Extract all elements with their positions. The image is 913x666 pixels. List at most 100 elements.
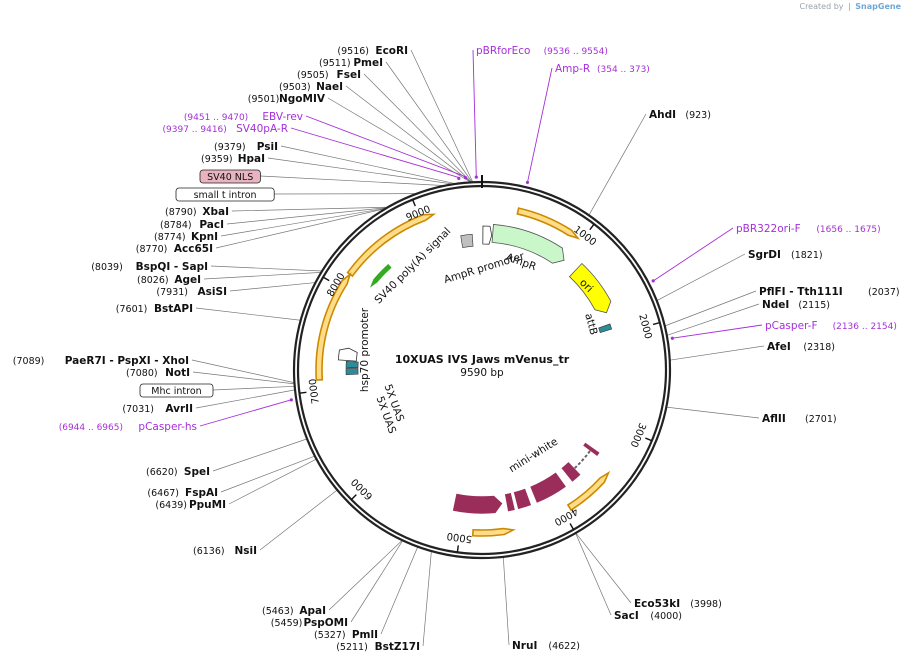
primer-range: (9451 .. 9470) — [184, 113, 248, 123]
primer-pbrforeco: pBRforEco — [476, 45, 530, 57]
feature-label: AmpR promoter — [442, 250, 526, 286]
site-leader-line — [575, 532, 612, 616]
site-leader-line — [380, 546, 419, 635]
site-leader-line — [664, 290, 757, 327]
site-position: (7089) — [13, 356, 45, 367]
primer-leader-line — [527, 67, 553, 182]
primer-amp-r: Amp-R — [555, 63, 590, 75]
site-leader-line — [280, 145, 457, 185]
box-leader-line — [212, 385, 295, 391]
orf-arc — [315, 272, 352, 381]
site-position: (8790) — [165, 207, 197, 218]
site-acc65i: Acc65I — [174, 243, 213, 255]
primer-range: (6944 .. 6965) — [59, 423, 123, 433]
site-position: (9501) — [248, 94, 280, 105]
site-leader-line — [220, 455, 315, 493]
site-leader-line — [228, 458, 317, 505]
feature-green-arrow — [369, 263, 392, 288]
site-leader-line — [229, 282, 316, 292]
site-paci: PacI — [199, 219, 224, 231]
site-position: (8784) — [160, 220, 192, 231]
tick-mark — [645, 437, 653, 442]
site-leader-line — [259, 489, 338, 551]
tick-label: 4000 — [552, 505, 580, 527]
primer-range: (354 .. 373) — [597, 65, 650, 75]
boxed-label-sv40-nls: SV40 NLS — [207, 172, 253, 183]
orf-arc — [346, 213, 437, 278]
primer-marker — [474, 175, 478, 179]
site-paer7i-pspxi-xhoi: PaeR7I - PspXI - XhoI — [65, 355, 189, 367]
boxed-label-frame — [175, 187, 275, 202]
primer-range: (9397 .. 9416) — [163, 125, 227, 135]
site-psii: PsiI — [257, 141, 278, 153]
site-leader-line — [666, 303, 760, 336]
feature-mini-white-segment — [529, 471, 567, 504]
primer-sv40pa-r: SV40pA-R — [236, 123, 288, 135]
site-pmei: PmeI — [353, 57, 383, 69]
site-position: (9379) — [214, 142, 246, 153]
feature-mini-white-segment — [452, 492, 504, 515]
primer-range: (2136 .. 2154) — [833, 322, 897, 332]
site-kpni: KpnI — [191, 231, 218, 243]
site-avrii: AvrII — [165, 403, 193, 415]
site-leader-line — [363, 73, 472, 183]
primer-marker — [670, 336, 674, 340]
primer-ebv-rev: EBV-rev — [262, 111, 303, 123]
site-afei: AfeI — [767, 341, 791, 353]
tick-label: 3000 — [628, 421, 648, 449]
site-position: (9503) — [279, 82, 311, 93]
site-position: (5211) — [336, 642, 368, 653]
site-leader-line — [422, 551, 432, 647]
feature-hsp70-promoter — [337, 347, 358, 362]
site-position: (1821) — [791, 250, 823, 261]
site-leader-line — [410, 49, 474, 183]
site-position: (5459) — [271, 618, 303, 629]
site-bstapi: BstAPI — [154, 303, 193, 315]
site-leader-line — [212, 438, 308, 472]
credit-brand: SnapGene — [855, 2, 901, 11]
primer-pcasper-hs: pCasper-hs — [138, 421, 197, 433]
site-ahdi: AhdI — [649, 109, 676, 121]
site-position: (9511) — [319, 58, 351, 69]
site-position: (8774) — [154, 232, 186, 243]
orf-arc — [516, 207, 581, 240]
tick-mark — [456, 545, 459, 553]
tick-mark — [411, 199, 416, 207]
site-asisi: AsiSI — [198, 286, 227, 298]
orf-arc — [566, 470, 611, 512]
primer-marker — [525, 180, 530, 185]
tick-label: 5000 — [446, 530, 473, 544]
site-bspqi-sapi: BspQI - SapI — [136, 261, 208, 273]
site-position: (6620) — [146, 467, 178, 478]
primer-leader-line — [472, 49, 477, 177]
site-apai: ApaI — [299, 605, 326, 617]
site-leader-line — [231, 206, 388, 212]
boxed-label-small-t-intron: small t intron — [194, 190, 257, 201]
site-leader-line — [191, 359, 295, 384]
site-position: (7031) — [122, 404, 154, 415]
site-leader-line — [385, 61, 473, 183]
site-fspai: FspAI — [185, 487, 218, 499]
feature-label: attB — [582, 312, 599, 336]
feature-attb — [598, 323, 613, 333]
site-position: (4622) — [548, 641, 580, 652]
site-position: (2701) — [805, 414, 837, 425]
site-position: (4000) — [650, 611, 682, 622]
site-position: (7931) — [156, 287, 188, 298]
site-leader-line — [328, 540, 403, 611]
site-fsei: FseI — [337, 69, 361, 81]
site-leader-line — [210, 265, 323, 272]
primer-pbr322ori-f: pBR322ori-F — [736, 223, 801, 235]
site-leader-line — [267, 157, 454, 185]
site-eco53ki: Eco53kI — [634, 598, 680, 610]
site-leader-line — [327, 97, 472, 183]
primer-marker — [289, 398, 293, 402]
tick-mark — [322, 276, 330, 282]
snapgene-logo-icon: ❘ — [846, 2, 853, 11]
plasmid-length: 9590 bp — [460, 367, 504, 379]
feature-mini-white-segment — [504, 492, 516, 513]
feature-ampr — [491, 224, 565, 264]
primer-leader-line — [673, 324, 763, 339]
site-position: (7601) — [116, 304, 148, 315]
site-leader-line — [345, 85, 472, 183]
